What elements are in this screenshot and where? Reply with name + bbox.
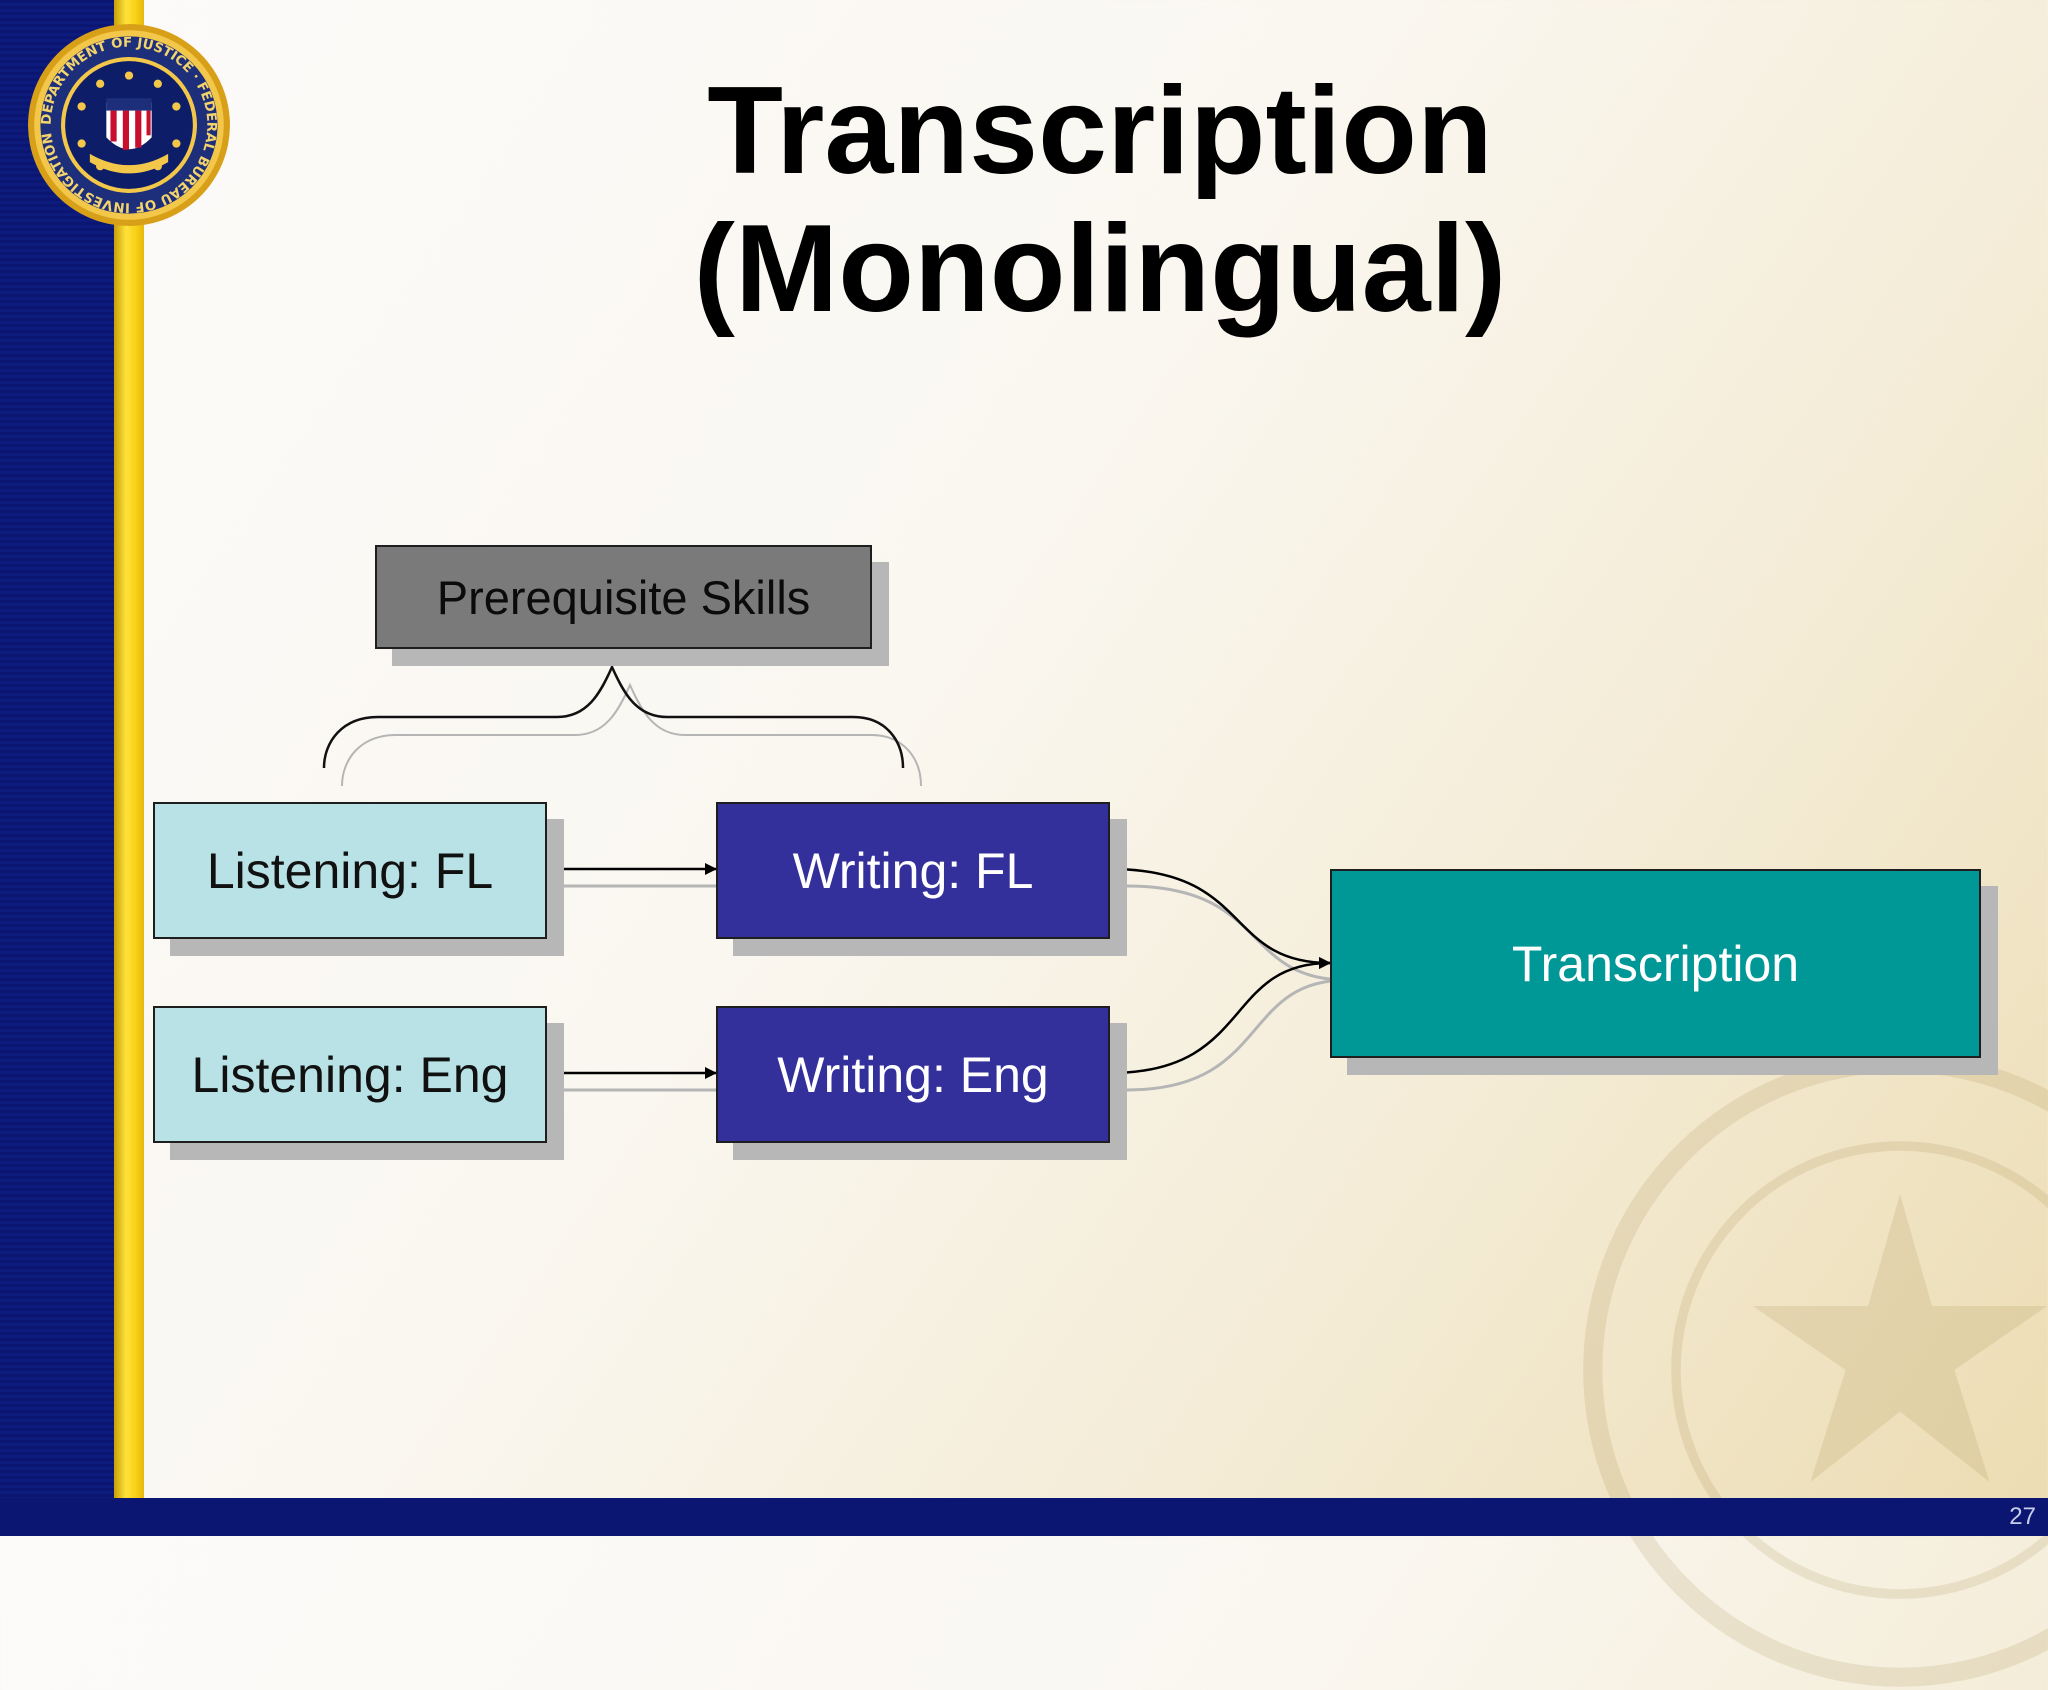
slide-title-line-1: Transcription (707, 62, 1493, 200)
page-number: 27 (2009, 1503, 2036, 1530)
listening-fl-box: Listening: FL (153, 802, 547, 939)
writing-eng-label: Writing: Eng (777, 1046, 1049, 1103)
prerequisite-skills-box: Prerequisite Skills (375, 545, 872, 649)
writing-fl-box: Writing: FL (716, 802, 1110, 939)
brace-shadow (341, 682, 922, 787)
prerequisite-brace (322, 663, 905, 769)
transcription-box: Transcription (1330, 869, 1981, 1058)
listening-eng-box: Listening: Eng (153, 1006, 547, 1143)
transcription-label: Transcription (1511, 935, 1800, 992)
prerequisite-skills-label: Prerequisite Skills (436, 570, 811, 624)
fbi-seal-logo: DEPARTMENT OF JUSTICE · FEDERAL BUREAU O… (28, 24, 230, 226)
writing-eng-box: Writing: Eng (716, 1006, 1110, 1143)
footer-bar (0, 1498, 2048, 1536)
sidebar-gold-stripe (114, 0, 144, 1500)
listening-eng-label: Listening: Eng (191, 1046, 509, 1103)
writing-fl-label: Writing: FL (792, 842, 1034, 899)
arrow-writing-eng-to-transcription (1109, 957, 1331, 1075)
slide-title: Transcription (Monolingual) (500, 62, 1700, 338)
sidebar-navy-band (0, 0, 114, 1500)
arrow-writing-fl-to-transcription (1109, 867, 1331, 969)
listening-fl-label: Listening: FL (206, 842, 494, 899)
diagram-connectors (322, 663, 1348, 1096)
slide-title-line-2: (Monolingual) (693, 200, 1507, 338)
